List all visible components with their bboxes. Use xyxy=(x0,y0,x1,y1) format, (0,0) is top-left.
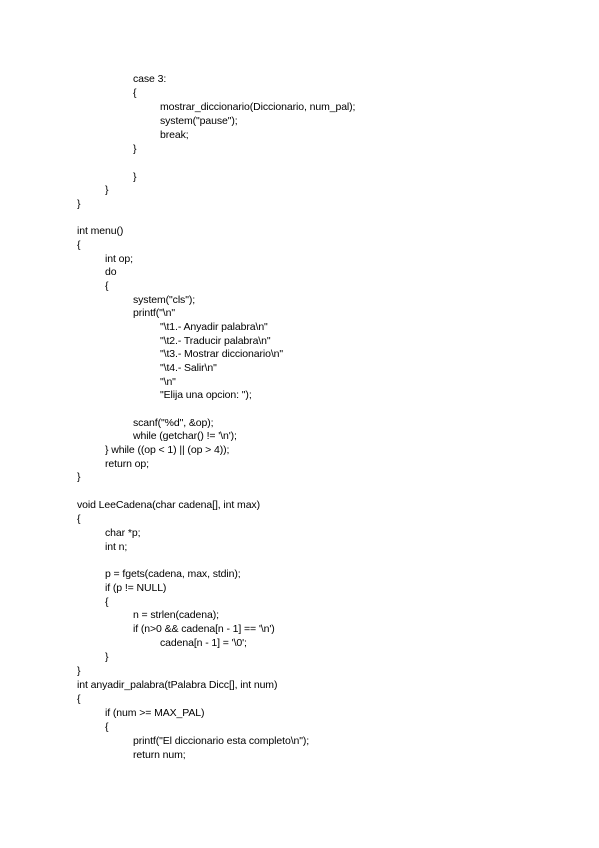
code-line: int n; xyxy=(105,541,128,553)
code-line: } xyxy=(105,651,109,663)
code-line: mostrar_diccionario(Diccionario, num_pal… xyxy=(160,101,356,113)
code-line: int op; xyxy=(105,253,133,265)
code-line: printf("\n" xyxy=(133,307,175,319)
code-line: "\n" xyxy=(160,376,176,388)
code-line: "\t2.- Traducir palabra\n" xyxy=(160,335,271,347)
code-line: "Elija una opcion: "); xyxy=(160,389,252,401)
code-line: "\t1.- Anyadir palabra\n" xyxy=(160,321,268,333)
code-line: p = fgets(cadena, max, stdin); xyxy=(105,568,241,580)
code-line: if (num >= MAX_PAL) xyxy=(105,707,205,719)
code-line: } xyxy=(133,143,137,155)
code-line: do xyxy=(105,266,117,278)
code-line: char *p; xyxy=(105,527,141,539)
code-line: } while ((op < 1) || (op > 4)); xyxy=(105,444,230,456)
code-line: while (getchar() != '\n'); xyxy=(133,430,237,442)
code-line: void LeeCadena(char cadena[], int max) xyxy=(77,499,260,511)
code-line: } xyxy=(77,471,81,483)
code-line: break; xyxy=(160,129,189,141)
code-line: { xyxy=(105,721,109,733)
code-line: { xyxy=(105,280,109,292)
code-line: } xyxy=(133,171,137,183)
code-line: } xyxy=(77,665,81,677)
code-line: n = strlen(cadena); xyxy=(133,609,219,621)
code-line: return op; xyxy=(105,458,149,470)
code-line: system("pause"); xyxy=(160,115,238,127)
code-line: case 3: xyxy=(133,73,167,85)
code-line: "\t3.- Mostrar diccionario\n" xyxy=(160,348,284,360)
code-line: { xyxy=(77,239,81,251)
code-line: } xyxy=(77,198,81,210)
code-line: system("cls"); xyxy=(133,294,196,306)
code-line: { xyxy=(105,596,109,608)
code-line: int menu() xyxy=(77,225,124,237)
code-line: if (n>0 && cadena[n - 1] == '\n') xyxy=(133,623,275,635)
code-line: scanf("%d", &op); xyxy=(133,417,214,429)
code-line: printf("El diccionario esta completo\n")… xyxy=(133,735,310,747)
code-line: { xyxy=(133,87,137,99)
code-line: int anyadir_palabra(tPalabra Dicc[], int… xyxy=(77,679,278,691)
code-line: if (p != NULL) xyxy=(105,582,167,594)
code-line: { xyxy=(77,693,81,705)
code-line: } xyxy=(105,184,109,196)
code-line: { xyxy=(77,513,81,525)
code-line: "\t4.- Salir\n" xyxy=(160,362,217,374)
code-line: return num; xyxy=(133,749,186,761)
code-line: cadena[n - 1] = '\0'; xyxy=(160,637,247,649)
